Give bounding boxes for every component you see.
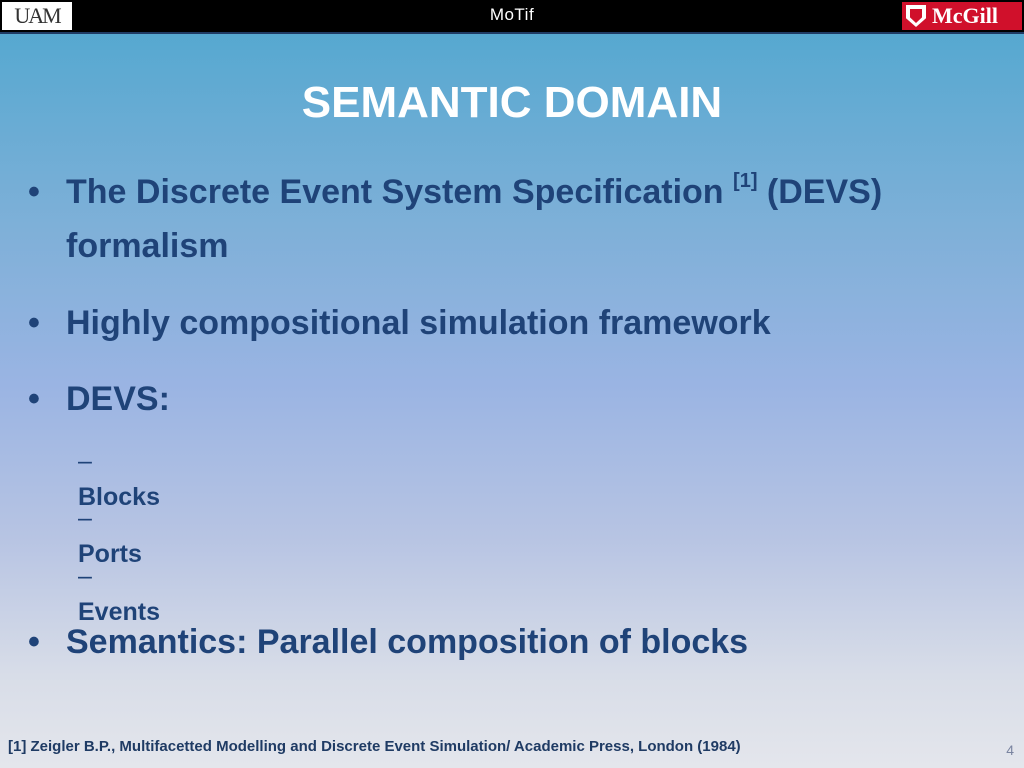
sub-bullet-events: – Events (78, 558, 160, 630)
mcgill-logo: McGill (902, 2, 1022, 30)
bullet-semantics: • Semantics: Parallel composition of blo… (28, 615, 1008, 669)
sub-bullet-blocks: – Blocks (78, 443, 160, 515)
sub-bullet-dash: – (78, 504, 92, 532)
bullet-dot: • (28, 623, 40, 661)
mcgill-logo-text: McGill (932, 3, 998, 28)
citation-ref: [1] (733, 169, 758, 192)
sub-bullet-dash: – (78, 447, 92, 475)
mcgill-shield-icon (906, 5, 926, 27)
bullet-devs: • DEVS: (28, 372, 1008, 426)
page-number: 4 (1006, 742, 1014, 758)
bullet-text: DEVS: (66, 380, 170, 418)
uam-logo-icon: UAM (2, 2, 72, 30)
bullet-dot: • (28, 173, 40, 211)
bullet-devs-formalism: • The Discrete Event System Specificatio… (28, 165, 1008, 273)
bullet-text: The Discrete Event System Specification (66, 173, 734, 211)
bullet-text: Semantics: Parallel composition of block… (66, 623, 749, 661)
header-title: MoTif (489, 5, 535, 24)
uam-logo-text: UAM (14, 3, 61, 28)
bullet-dot: • (28, 380, 40, 418)
sub-bullet-text: Ports (78, 540, 142, 568)
sub-bullet-ports: – Ports (78, 500, 142, 572)
top-bar: UAM MoTif McGill (0, 0, 1024, 34)
bullet-text: Highly compositional simulation framewor… (66, 304, 771, 342)
sub-bullet-text: Blocks (78, 483, 160, 511)
bullet-dot: • (28, 304, 40, 342)
sub-bullet-dash: – (78, 562, 92, 590)
bullet-text-cont: (DEVS) formalism (66, 173, 883, 265)
bullet-compositional: • Highly compositional simulation framew… (28, 296, 1008, 350)
sub-bullet-text: Events (78, 598, 160, 626)
slide-title: SEMANTIC DOMAIN (301, 78, 723, 127)
footnote: [1] Zeigler B.P., Multifacetted Modellin… (8, 738, 741, 755)
